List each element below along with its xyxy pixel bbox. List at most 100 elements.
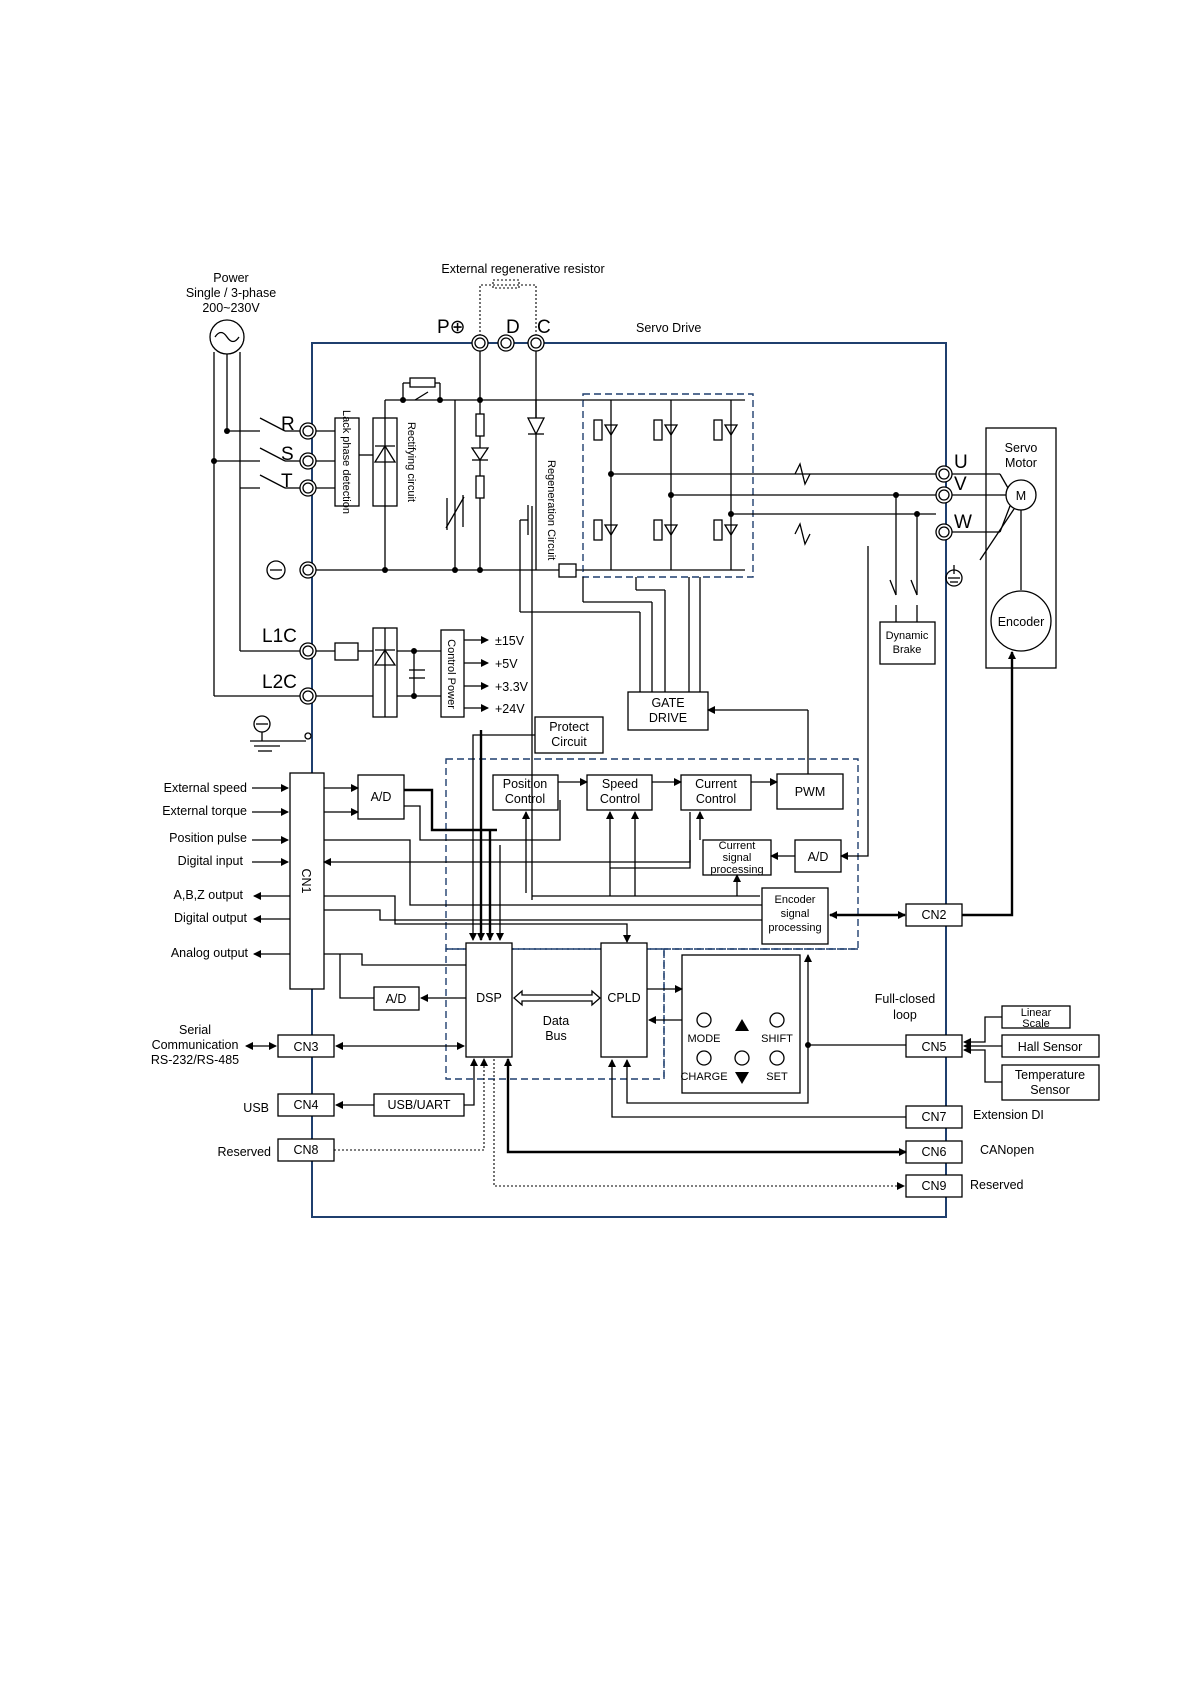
encoder-signal-processing — [761, 887, 829, 945]
svg-text:A/D: A/D — [386, 992, 407, 1006]
shift-button-led[interactable] — [769, 1012, 785, 1028]
mode-button[interactable] — [696, 1012, 712, 1028]
svg-text:SHIFT: SHIFT — [761, 1033, 793, 1045]
svg-text:CPLD: CPLD — [607, 991, 640, 1005]
svg-text:L2C: L2C — [262, 672, 297, 693]
terminal-v: V — [954, 474, 967, 495]
speed-control — [586, 774, 653, 811]
dynamic-brake: Dynamic Brake — [879, 495, 936, 665]
gate-drive: GATE DRIVE — [520, 577, 809, 777]
svg-text:CN2: CN2 — [921, 908, 946, 922]
terminals-pdc: P⊕ D C — [437, 317, 551, 418]
dc-bus — [316, 377, 583, 573]
svg-text:processing: processing — [710, 864, 763, 876]
svg-text:Current: Current — [695, 777, 737, 791]
svg-text:M: M — [1016, 489, 1026, 503]
svg-text:Regeneration Circuit: Regeneration Circuit — [545, 460, 557, 560]
cn9-connector — [905, 1174, 963, 1198]
svg-text:Current: Current — [719, 840, 756, 852]
svg-text:signal: signal — [781, 908, 810, 920]
svg-text:Position: Position — [503, 777, 548, 791]
svg-text:A/D: A/D — [371, 790, 392, 804]
svg-text:+24V: +24V — [495, 702, 525, 716]
svg-text:DSP: DSP — [476, 991, 502, 1005]
svg-text:loop: loop — [893, 1008, 917, 1022]
svg-text:USB: USB — [243, 1101, 269, 1115]
inverter-bridge — [582, 393, 754, 578]
svg-text:P⊕: P⊕ — [437, 317, 466, 338]
servo-motor: Servo Motor M Encoder — [979, 427, 1057, 669]
svg-text:External torque: External torque — [162, 804, 247, 818]
terminal-t: T — [281, 471, 293, 492]
svg-text:Reserved: Reserved — [970, 1178, 1024, 1192]
ground-icon — [945, 565, 963, 587]
svg-text:D: D — [506, 317, 520, 338]
svg-text:+3.3V: +3.3V — [495, 680, 529, 694]
control-region — [445, 758, 859, 950]
svg-text:Rectifying circuit: Rectifying circuit — [405, 422, 417, 502]
uvw-outputs: U V W — [611, 452, 1000, 546]
up-button[interactable] — [735, 1019, 749, 1031]
svg-text:Extension DI: Extension DI — [973, 1108, 1044, 1122]
svg-text:Reserved: Reserved — [218, 1145, 272, 1159]
terminal-w: W — [954, 512, 972, 533]
rst-input: R S T — [259, 414, 335, 497]
cn3-connector — [277, 1034, 335, 1058]
cn5-connector — [905, 1034, 963, 1058]
svg-text:Position pulse: Position pulse — [169, 831, 247, 845]
svg-text:CN4: CN4 — [293, 1098, 318, 1112]
svg-text:Speed: Speed — [602, 777, 638, 791]
svg-text:processing: processing — [768, 922, 821, 934]
svg-text:CN3: CN3 — [293, 1040, 318, 1054]
svg-text:MODE: MODE — [688, 1033, 721, 1045]
svg-text:CN8: CN8 — [293, 1143, 318, 1157]
svg-text:Dynamic: Dynamic — [886, 630, 929, 642]
svg-text:signal: signal — [723, 852, 752, 864]
svg-text:Control: Control — [696, 792, 736, 806]
svg-text:Control: Control — [505, 792, 545, 806]
svg-text:Encoder: Encoder — [775, 894, 816, 906]
svg-text:Temperature: Temperature — [1015, 1068, 1085, 1082]
svg-text:Serial: Serial — [179, 1023, 211, 1037]
svg-text:Hall Sensor: Hall Sensor — [1018, 1040, 1083, 1054]
svg-text:CN6: CN6 — [921, 1145, 946, 1159]
terminal-minus — [266, 560, 317, 580]
terminal-r: R — [281, 414, 295, 435]
current-control — [680, 774, 752, 811]
terminal-s: S — [281, 444, 294, 465]
keypad: MODE SHIFT CHARGE SET — [663, 948, 858, 1094]
ad-converter-input — [357, 774, 405, 820]
encoder-icon — [990, 590, 1052, 652]
svg-text:RS-232/RS-485: RS-232/RS-485 — [151, 1053, 239, 1067]
svg-text:Digital output: Digital output — [174, 911, 247, 925]
chassis-ground-icon — [250, 715, 312, 752]
cn1-signals: External speed External torque Position … — [162, 781, 290, 960]
svg-text:±15V: ±15V — [495, 634, 525, 648]
svg-text:Motor: Motor — [1005, 456, 1037, 470]
svg-text:A,B,Z output: A,B,Z output — [174, 888, 244, 902]
cn1-connector — [289, 772, 325, 990]
sensors: Linear Scale Hall Sensor Temperature Sen… — [963, 1005, 1100, 1101]
svg-text:L1C: L1C — [262, 626, 297, 647]
svg-text:Communication: Communication — [152, 1038, 239, 1052]
power-source: Power Single / 3-phase 200~230V — [186, 271, 300, 697]
svg-text:Bus: Bus — [545, 1029, 567, 1043]
svg-text:CN5: CN5 — [921, 1040, 946, 1054]
position-control — [492, 774, 559, 811]
igbt-group — [583, 399, 745, 571]
svg-text:Power: Power — [213, 271, 248, 285]
svg-text:Analog output: Analog output — [171, 946, 249, 960]
svg-text:External speed: External speed — [164, 781, 247, 795]
svg-text:CN1: CN1 — [299, 868, 313, 893]
svg-text:Single / 3-phase: Single / 3-phase — [186, 286, 276, 300]
svg-text:SET: SET — [766, 1071, 788, 1083]
svg-text:CN9: CN9 — [921, 1179, 946, 1193]
svg-text:Protect: Protect — [549, 720, 589, 734]
protect-circuit — [534, 716, 604, 754]
terminal-u: U — [954, 452, 968, 473]
svg-text:Circuit: Circuit — [551, 735, 587, 749]
svg-text:Scale: Scale — [1022, 1018, 1050, 1030]
svg-text:Control Power: Control Power — [445, 639, 457, 709]
svg-text:+5V: +5V — [495, 657, 518, 671]
